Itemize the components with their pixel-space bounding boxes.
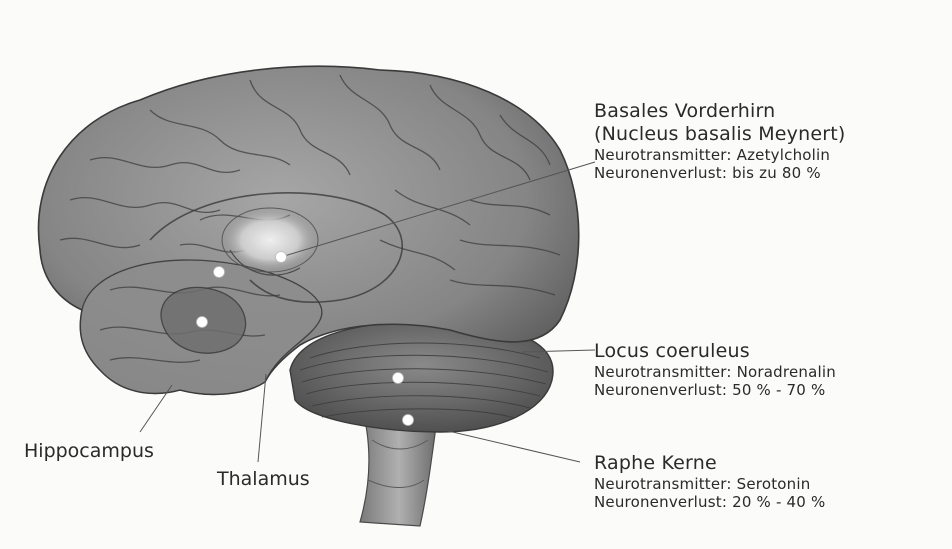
marker-basal-forebrain xyxy=(276,252,287,263)
locus-loss: Neuronenverlust: 50 % - 70 % xyxy=(594,381,836,399)
leader-line-thalamus xyxy=(258,374,266,462)
label-hippocampus: Hippocampus xyxy=(24,440,154,463)
marker-locus-coeruleus xyxy=(393,373,404,384)
basal-title-line2: (Nucleus basalis Meynert) xyxy=(594,123,846,146)
basal-transmitter: Neurotransmitter: Azetylcholin xyxy=(594,146,846,164)
label-locus-coeruleus: Locus coeruleus Neurotransmitter: Noradr… xyxy=(594,340,836,399)
marker-raphe xyxy=(403,415,414,426)
label-thalamus: Thalamus xyxy=(217,468,310,491)
label-basal-forebrain: Basales Vorderhirn (Nucleus basalis Meyn… xyxy=(594,100,846,182)
basal-title-line1: Basales Vorderhirn xyxy=(594,100,846,123)
locus-transmitter: Neurotransmitter: Noradrenalin xyxy=(594,363,836,381)
thalamus-shape xyxy=(222,208,318,272)
raphe-loss: Neuronenverlust: 20 % - 40 % xyxy=(594,493,825,511)
marker-hippocampus xyxy=(197,317,208,328)
raphe-transmitter: Neurotransmitter: Serotonin xyxy=(594,475,825,493)
raphe-title: Raphe Kerne xyxy=(594,452,825,475)
label-raphe-kerne: Raphe Kerne Neurotransmitter: Serotonin … xyxy=(594,452,825,511)
marker-hippocampus-upper xyxy=(214,267,225,278)
locus-title: Locus coeruleus xyxy=(594,340,836,363)
leader-line-raphe xyxy=(410,422,580,462)
basal-loss: Neuronenverlust: bis zu 80 % xyxy=(594,164,846,182)
